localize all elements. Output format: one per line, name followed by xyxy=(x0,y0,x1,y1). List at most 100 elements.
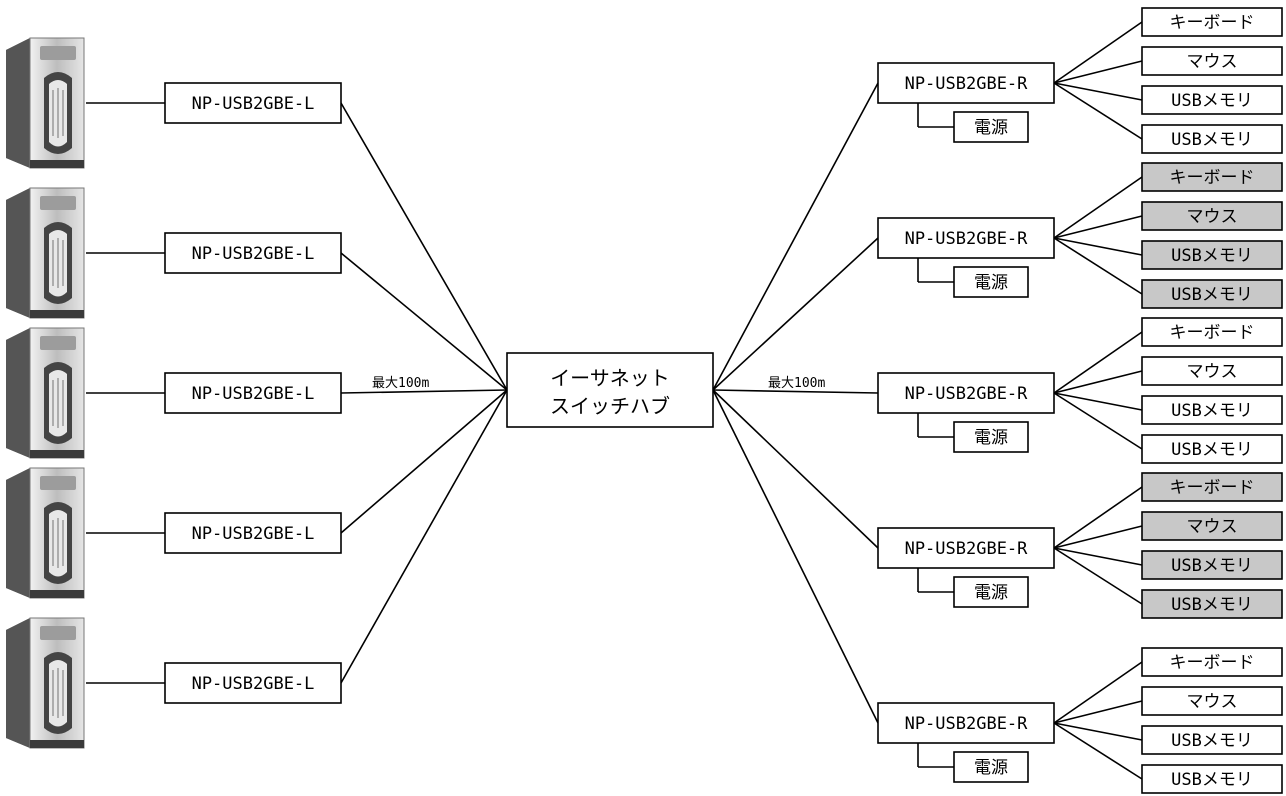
right-adapter-box: NP-USB2GBE-R xyxy=(877,372,1055,414)
adapter-device-line xyxy=(1053,525,1143,549)
adapter-device-line xyxy=(1053,547,1143,605)
usb-device-box-frame xyxy=(1141,647,1283,677)
usb-device-box: USBメモリ xyxy=(1141,240,1283,270)
usb-device-box-label: マウス xyxy=(1187,52,1238,72)
right-adapter-box-label: NP-USB2GBE-R xyxy=(905,229,1029,249)
power-box-frame xyxy=(953,751,1029,783)
adapter-device-line xyxy=(1053,547,1143,566)
right-adapter-box: NP-USB2GBE-R xyxy=(877,702,1055,744)
usb-device-box-label: USBメモリ xyxy=(1171,285,1253,305)
power-box-label: 電源 xyxy=(974,118,1008,138)
hub-frame xyxy=(506,352,714,428)
power-box-label: 電源 xyxy=(974,758,1008,778)
power-box-frame xyxy=(953,421,1029,453)
power-box-label: 電源 xyxy=(974,273,1008,293)
right-adapter-box-frame xyxy=(877,702,1055,744)
usb-device-box: キーボード xyxy=(1141,647,1283,677)
power-box: 電源 xyxy=(953,576,1029,608)
usb-device-box-label: USBメモリ xyxy=(1171,91,1253,111)
hub-adapter-line xyxy=(712,237,879,391)
adapter-device-line xyxy=(1053,661,1143,724)
usb-device-box-label: マウス xyxy=(1187,207,1238,227)
hub-adapter-line xyxy=(712,82,879,391)
usb-device-box-frame xyxy=(1141,395,1283,425)
adapter-device-line xyxy=(1053,237,1143,295)
right-adapter-box: NP-USB2GBE-R xyxy=(877,527,1055,569)
adapter-device-line xyxy=(1053,392,1143,450)
adapter-device-line xyxy=(1053,700,1143,724)
right-adapter-box-label: NP-USB2GBE-R xyxy=(905,539,1029,559)
usb-device-box-frame xyxy=(1141,317,1283,347)
usb-device-box-frame xyxy=(1141,7,1283,37)
left-adapter-box-label: NP-USB2GBE-L xyxy=(192,94,315,114)
hub-adapter-line xyxy=(712,389,879,549)
usb-device-box-label: USBメモリ xyxy=(1171,246,1253,266)
usb-device-box-frame xyxy=(1141,550,1283,580)
usb-device-box-frame xyxy=(1141,162,1283,192)
left-adapter-box-frame xyxy=(164,512,342,554)
usb-device-box-label: マウス xyxy=(1187,517,1238,537)
usb-device-box-label: USBメモリ xyxy=(1171,130,1253,150)
usb-device-box-frame xyxy=(1141,124,1283,154)
usb-device-box: USBメモリ xyxy=(1141,764,1283,794)
usb-device-box: キーボード xyxy=(1141,7,1283,37)
usb-device-box: キーボード xyxy=(1141,162,1283,192)
usb-device-box: マウス xyxy=(1141,46,1283,76)
adapter-device-line xyxy=(1053,722,1143,741)
usb-device-box-frame xyxy=(1141,725,1283,755)
usb-device-box-label: USBメモリ xyxy=(1171,401,1253,421)
usb-device-box-label: キーボード xyxy=(1170,13,1255,33)
power-box-label: 電源 xyxy=(974,583,1008,603)
usb-device-box-frame xyxy=(1141,511,1283,541)
usb-device-box-frame xyxy=(1141,279,1283,309)
left-adapter-box-frame xyxy=(164,232,342,274)
power-box: 電源 xyxy=(953,421,1029,453)
usb-device-box-frame xyxy=(1141,240,1283,270)
usb-device-box-label: マウス xyxy=(1187,362,1238,382)
adapter-device-line xyxy=(1053,331,1143,394)
adapter-device-line xyxy=(1053,392,1143,411)
left-adapter-box: NP-USB2GBE-L xyxy=(164,662,342,704)
usb-device-box: マウス xyxy=(1141,511,1283,541)
left-adapter-box: NP-USB2GBE-L xyxy=(164,512,342,554)
usb-device-box: USBメモリ xyxy=(1141,395,1283,425)
left-adapter-box-label: NP-USB2GBE-L xyxy=(192,244,315,264)
right-adapter-box-frame xyxy=(877,62,1055,104)
usb-device-box-frame xyxy=(1141,85,1283,115)
right-adapter-box-label: NP-USB2GBE-R xyxy=(905,74,1029,94)
adapter-hub-line xyxy=(340,102,508,391)
adapter-device-line xyxy=(1053,60,1143,84)
right-adapter-box: NP-USB2GBE-R xyxy=(877,62,1055,104)
power-box-frame xyxy=(953,111,1029,143)
usb-device-box-frame xyxy=(1141,356,1283,386)
left-adapter-box-label: NP-USB2GBE-L xyxy=(192,384,315,404)
usb-device-box-label: キーボード xyxy=(1170,168,1255,188)
usb-device-box: マウス xyxy=(1141,201,1283,231)
left-adapter-box: NP-USB2GBE-L xyxy=(164,82,342,124)
hub-label-line2: スイッチハブ xyxy=(550,394,670,418)
usb-device-box: USBメモリ xyxy=(1141,434,1283,464)
usb-device-box-frame xyxy=(1141,472,1283,502)
adapter-hub-line xyxy=(340,389,508,394)
distance-label-right: 最大100m xyxy=(768,376,825,391)
right-adapter-box-frame xyxy=(877,527,1055,569)
adapter-device-line xyxy=(1053,237,1143,256)
left-adapter-box-label: NP-USB2GBE-L xyxy=(192,674,315,694)
pc-tower-icon xyxy=(5,37,85,169)
usb-device-box: USBメモリ xyxy=(1141,725,1283,755)
left-adapter-box: NP-USB2GBE-L xyxy=(164,232,342,274)
pc-tower-icon xyxy=(5,617,85,749)
right-adapter-box: NP-USB2GBE-R xyxy=(877,217,1055,259)
power-box-label: 電源 xyxy=(974,428,1008,448)
hub-adapter-line xyxy=(712,389,879,394)
power-box-frame xyxy=(953,266,1029,298)
adapter-device-line xyxy=(1053,21,1143,84)
usb-device-box-label: USBメモリ xyxy=(1171,770,1253,790)
usb-device-box-label: キーボード xyxy=(1170,323,1255,343)
power-box-frame xyxy=(953,576,1029,608)
hub-label-line1: イーサネット xyxy=(550,366,670,390)
usb-device-box: USBメモリ xyxy=(1141,589,1283,619)
right-adapter-box-frame xyxy=(877,372,1055,414)
power-box: 電源 xyxy=(953,751,1029,783)
